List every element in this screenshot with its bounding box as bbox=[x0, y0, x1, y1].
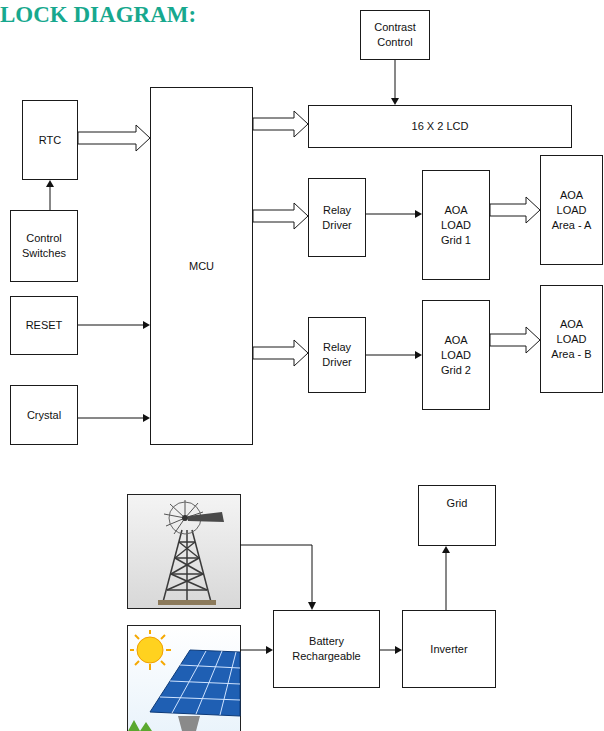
box-label: Battery Rechargeable bbox=[284, 634, 369, 664]
arrow-head bbox=[391, 98, 399, 105]
bus-arrow bbox=[253, 203, 308, 229]
arrow-head bbox=[442, 546, 450, 553]
arrow-line bbox=[50, 187, 51, 210]
block-box: 16 X 2 LCD bbox=[308, 105, 572, 148]
bus-arrow bbox=[253, 111, 308, 137]
diagram-title: LOCK DIAGRAM: bbox=[0, 2, 196, 28]
bus-arrow bbox=[78, 125, 150, 151]
box-label: Grid bbox=[447, 496, 468, 511]
signal-arrow bbox=[366, 210, 422, 218]
windmill-illustration bbox=[128, 495, 241, 609]
block-box: Contrast Control bbox=[360, 10, 430, 60]
arrow-head bbox=[395, 646, 402, 654]
block-box: Battery Rechargeable bbox=[273, 610, 380, 688]
arrow-head bbox=[415, 210, 422, 218]
bus-arrow-outline bbox=[253, 340, 308, 366]
block-box: RTC bbox=[22, 100, 78, 180]
arrow-head bbox=[143, 321, 150, 329]
bus-arrow bbox=[490, 327, 540, 353]
box-label: RTC bbox=[39, 133, 61, 148]
bus-arrow bbox=[490, 197, 540, 223]
bus-arrow-outline bbox=[78, 125, 150, 151]
box-label: AOA LOAD Area - B bbox=[549, 317, 594, 362]
box-label: Inverter bbox=[430, 642, 467, 657]
box-label: MCU bbox=[189, 259, 214, 274]
box-label: AOA LOAD Grid 1 bbox=[435, 203, 477, 248]
arrow-line bbox=[446, 553, 447, 610]
box-label: Relay Driver bbox=[315, 340, 359, 370]
box-label: Crystal bbox=[27, 408, 61, 423]
block-box: Control Switches bbox=[10, 210, 78, 282]
signal-arrow bbox=[391, 60, 399, 105]
arrow-head bbox=[415, 351, 422, 359]
solar-panel-illustration bbox=[128, 626, 241, 731]
bus-arrow-outline bbox=[490, 327, 540, 353]
box-label: Relay Driver bbox=[315, 203, 359, 233]
arrow-line bbox=[366, 214, 415, 215]
box-label: Control Switches bbox=[15, 231, 73, 261]
box-label: RESET bbox=[26, 318, 63, 333]
block-box: AOA LOAD Grid 2 bbox=[422, 300, 490, 410]
bus-arrow bbox=[253, 340, 308, 366]
box-label: 16 X 2 LCD bbox=[412, 119, 469, 134]
block-box: Crystal bbox=[10, 385, 78, 445]
signal-arrow bbox=[442, 546, 450, 610]
box-label: AOA LOAD Grid 2 bbox=[435, 333, 477, 378]
arrow-line bbox=[395, 60, 396, 98]
arrow-head bbox=[308, 602, 316, 610]
block-box: AOA LOAD Area - A bbox=[540, 155, 603, 265]
box-label: Contrast Control bbox=[367, 20, 423, 50]
arrow-head bbox=[143, 414, 150, 422]
signal-arrow bbox=[46, 180, 54, 210]
block-box: Inverter bbox=[402, 610, 496, 688]
arrow-line bbox=[366, 355, 415, 356]
arrow-line bbox=[380, 650, 395, 651]
box-label: AOA LOAD Area - A bbox=[549, 188, 594, 233]
arrow-line bbox=[78, 418, 143, 419]
block-box: AOA LOAD Grid 1 bbox=[422, 170, 490, 280]
block-box: Grid bbox=[418, 485, 496, 546]
bus-arrow-outline bbox=[253, 111, 308, 137]
signal-arrow bbox=[366, 351, 422, 359]
arrow-head bbox=[266, 646, 273, 654]
bus-arrow-outline bbox=[490, 197, 540, 223]
signal-arrow bbox=[380, 646, 402, 654]
block-box: AOA LOAD Area - B bbox=[540, 285, 603, 393]
signal-arrow bbox=[78, 321, 150, 329]
arrow-line bbox=[78, 325, 143, 326]
block-box: MCU bbox=[150, 87, 253, 445]
block-box: Relay Driver bbox=[308, 178, 366, 257]
bus-arrow-outline bbox=[253, 203, 308, 229]
arrow-head bbox=[46, 180, 54, 187]
signal-arrow bbox=[78, 414, 150, 422]
block-box: RESET bbox=[10, 296, 78, 355]
block-box: Relay Driver bbox=[308, 317, 366, 393]
